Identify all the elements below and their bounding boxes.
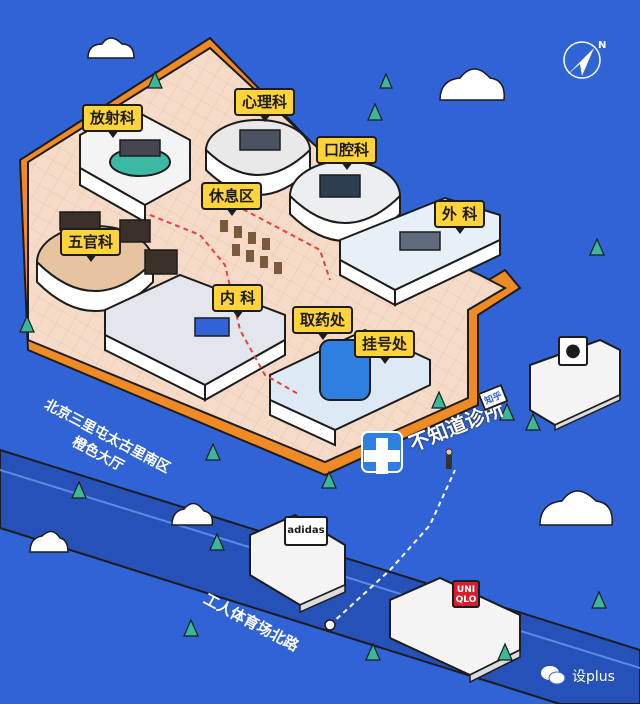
uniqlo-sign-bottom: QLO bbox=[455, 595, 477, 605]
wechat-icon bbox=[541, 666, 566, 685]
tag-surgery[interactable]: 外 科 bbox=[434, 200, 486, 234]
uniqlo-sign-top: UNI bbox=[456, 585, 476, 595]
svg-text:N: N bbox=[598, 40, 606, 51]
visitor-figure bbox=[445, 448, 453, 469]
uniqlo-sign: UNI QLO bbox=[452, 580, 480, 608]
tag-pharmacy[interactable]: 取药处 bbox=[292, 306, 354, 340]
compass-icon: N bbox=[563, 40, 606, 79]
adidas-sign: adidas bbox=[284, 516, 328, 546]
clinic-cross-logo bbox=[361, 431, 403, 474]
cloud-icon bbox=[29, 37, 613, 553]
ent-room bbox=[36, 211, 178, 312]
tag-ent[interactable]: 五官科 bbox=[60, 228, 122, 262]
watermark-text: 设plus bbox=[572, 669, 615, 685]
apple-store-building bbox=[529, 338, 621, 432]
tree-icon bbox=[19, 70, 607, 661]
rest-area-seats bbox=[220, 220, 282, 274]
uniqlo-store-building bbox=[389, 576, 521, 684]
tag-registration[interactable]: 挂号处 bbox=[354, 330, 416, 364]
tag-radiology[interactable]: 放射科 bbox=[82, 104, 144, 138]
tag-rest-area[interactable]: 休息区 bbox=[201, 182, 263, 216]
tag-psychology[interactable]: 心理科 bbox=[234, 88, 296, 122]
apple-logo-icon: ● bbox=[558, 336, 588, 366]
tag-dental[interactable]: 口腔科 bbox=[316, 136, 378, 170]
tag-internal[interactable]: 内 科 bbox=[212, 284, 264, 318]
